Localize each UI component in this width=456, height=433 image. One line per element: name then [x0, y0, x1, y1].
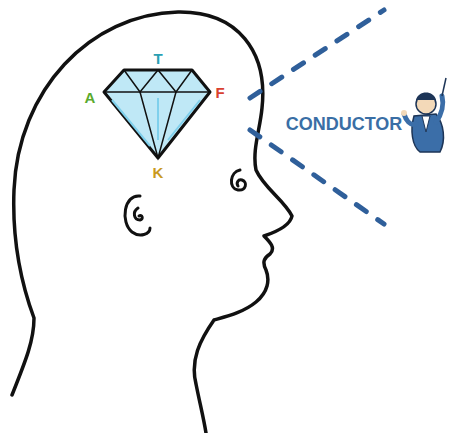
vertex-letter: T: [153, 51, 162, 66]
sight-line: [250, 10, 384, 98]
vertex-letter: A: [85, 90, 96, 105]
vertex-letter: K: [153, 165, 164, 180]
head-outline: [12, 12, 292, 433]
vertex-letter: F: [215, 85, 224, 100]
sight-line: [250, 130, 384, 224]
conductor-label: CONDUCTOR: [286, 115, 403, 133]
diamond-gem: [104, 70, 210, 158]
eye: [231, 170, 245, 190]
ear: [125, 196, 150, 235]
conductor-figure: [401, 78, 446, 152]
